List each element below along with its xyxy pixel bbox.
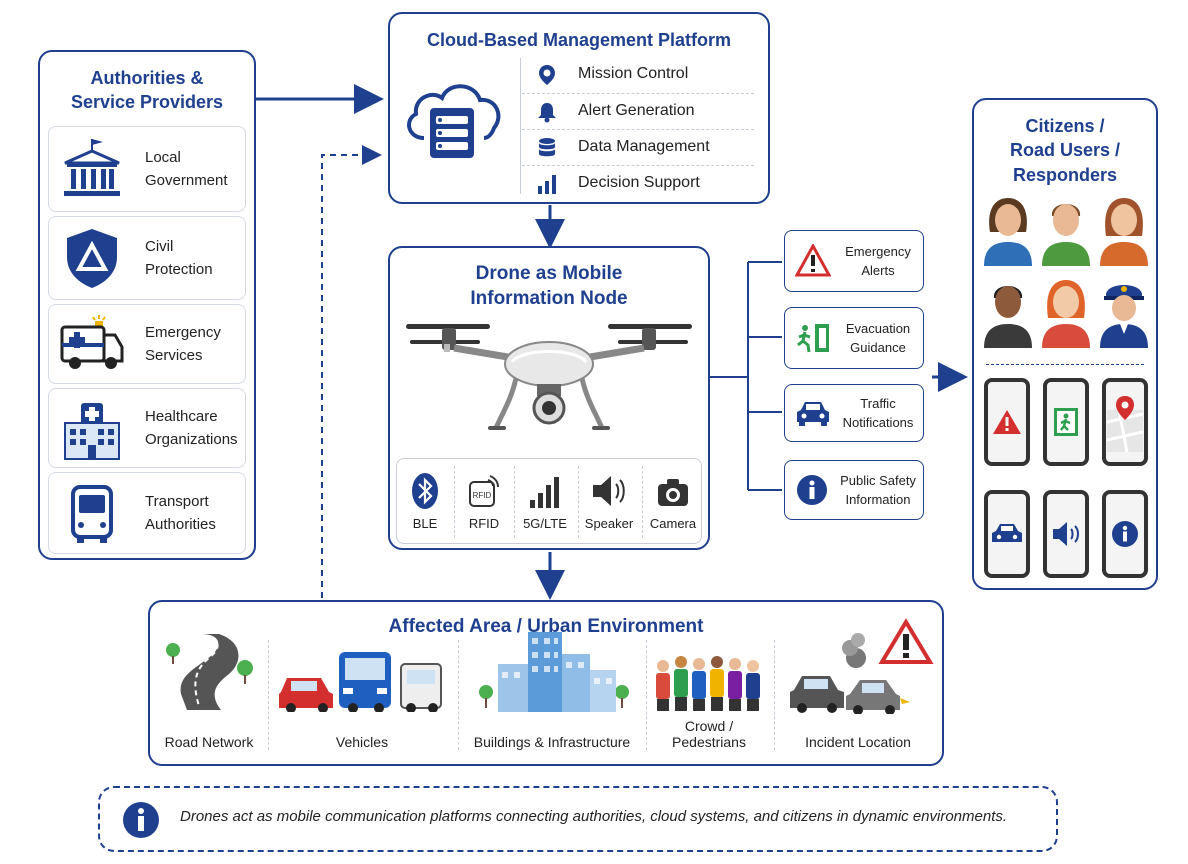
authority-card-civil-protection[interactable]: Civil Protection bbox=[48, 216, 246, 300]
feedback-dashed-arrow bbox=[321, 145, 382, 598]
ambulance-icon bbox=[60, 315, 124, 369]
tech-camera[interactable]: Camera bbox=[644, 468, 702, 540]
buildings-icon bbox=[479, 632, 629, 712]
area-buildings[interactable]: Buildings & Infrastructure bbox=[462, 628, 642, 758]
location-pin-icon bbox=[539, 65, 555, 85]
database-icon bbox=[539, 138, 555, 157]
tech-5g-lte[interactable]: 5G/LTE bbox=[516, 468, 574, 540]
phone-warning-screen bbox=[984, 378, 1030, 466]
output-public-safety-info[interactable]: Public Safety Information bbox=[784, 460, 924, 520]
affected-area-title: Affected Area / Urban Environment bbox=[388, 616, 704, 637]
output-traffic-notifications[interactable]: Traffic Notifications bbox=[784, 384, 924, 442]
hospital-icon bbox=[64, 403, 120, 460]
area-crowd[interactable]: Crowd / Pedestrians bbox=[648, 628, 770, 758]
info-icon bbox=[797, 475, 827, 505]
road-icon bbox=[166, 634, 253, 710]
feature-data-management[interactable]: Data Management bbox=[522, 129, 754, 165]
car-icon bbox=[797, 402, 829, 426]
map-pin-icon bbox=[1107, 396, 1143, 452]
tech-speaker[interactable]: Speaker bbox=[580, 468, 638, 540]
bluetooth-icon bbox=[412, 473, 438, 509]
police-officer-icon bbox=[1100, 285, 1148, 348]
civil-protection-shield-icon bbox=[67, 229, 117, 288]
authorities-panel: Authorities & Service Providers Local Go… bbox=[38, 50, 256, 560]
rfid-icon: RFID bbox=[469, 475, 499, 507]
authorities-title: Authorities & Service Providers bbox=[70, 68, 224, 113]
citizens-title: Citizens / Road Users / Responders bbox=[1009, 116, 1121, 185]
feature-decision-support[interactable]: Decision Support bbox=[522, 165, 754, 201]
tech-ble[interactable]: BLE bbox=[396, 468, 454, 540]
warning-icon bbox=[993, 410, 1021, 434]
area-incident-location[interactable]: Incident Location bbox=[778, 618, 938, 758]
speaker-icon bbox=[1053, 522, 1079, 546]
phone-speaker-screen bbox=[1043, 490, 1089, 578]
info-icon bbox=[123, 802, 159, 838]
svg-text:RFID: RFID bbox=[473, 491, 492, 500]
tech-rfid[interactable]: RFID RFID bbox=[455, 468, 513, 540]
authority-card-healthcare[interactable]: Healthcare Organizations bbox=[48, 388, 246, 468]
footer-note: Drones act as mobile communication platf… bbox=[98, 786, 1058, 852]
area-vehicles[interactable]: Vehicles bbox=[272, 628, 452, 758]
drone-tech-strip bbox=[396, 458, 702, 544]
phone-exit-screen bbox=[1043, 378, 1089, 466]
person-woman-icon bbox=[1042, 280, 1090, 348]
drone-node-title: Drone as Mobile Information Node bbox=[470, 263, 628, 309]
government-building-icon bbox=[64, 139, 120, 196]
cloud-platform-title: Cloud-Based Management Platform bbox=[426, 30, 732, 50]
person-woman-icon bbox=[1100, 198, 1148, 266]
area-road-network[interactable]: Road Network bbox=[154, 628, 264, 758]
phone-car-screen bbox=[984, 490, 1030, 578]
footer-text: Drones act as mobile communication platf… bbox=[180, 808, 1008, 825]
info-icon bbox=[1112, 521, 1138, 547]
warning-icon bbox=[795, 244, 831, 277]
speaker-icon bbox=[593, 476, 625, 506]
vehicles-icon bbox=[279, 652, 442, 712]
authority-card-transport[interactable]: Transport Authorities bbox=[48, 472, 246, 554]
person-man-icon bbox=[984, 286, 1032, 348]
camera-icon bbox=[658, 479, 688, 506]
feature-alert-generation[interactable]: Alert Generation bbox=[522, 93, 754, 129]
output-emergency-alerts[interactable]: Emergency Alerts bbox=[784, 230, 924, 292]
cloud-server-icon bbox=[407, 84, 501, 158]
person-woman-icon bbox=[984, 198, 1032, 266]
person-man-icon bbox=[1042, 204, 1090, 266]
bar-chart-icon bbox=[538, 175, 556, 194]
bus-icon bbox=[71, 485, 113, 543]
drone-icon bbox=[406, 324, 692, 430]
car-icon bbox=[992, 524, 1022, 542]
phone-info-screen bbox=[1102, 490, 1148, 578]
exit-icon bbox=[797, 324, 829, 353]
crowd-icon bbox=[656, 656, 760, 711]
feature-mission-control[interactable]: Mission Control bbox=[522, 56, 754, 92]
bell-icon bbox=[538, 103, 556, 123]
output-evacuation-guidance[interactable]: Evacuation Guidance bbox=[784, 307, 924, 369]
signal-icon bbox=[530, 477, 559, 508]
authority-card-local-government[interactable]: Local Government bbox=[48, 126, 246, 212]
incident-icon bbox=[790, 618, 934, 714]
authority-card-emergency-services[interactable]: Emergency Services bbox=[48, 304, 246, 384]
phone-map-screen bbox=[1102, 378, 1148, 466]
exit-icon bbox=[1054, 408, 1078, 436]
